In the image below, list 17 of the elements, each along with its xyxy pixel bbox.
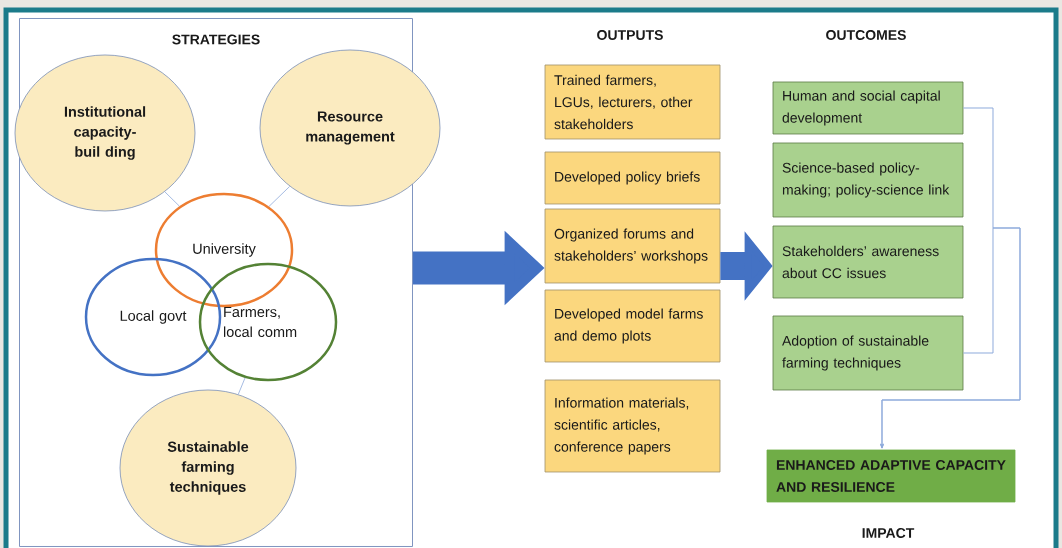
impact-box: ENHANCED ADAPTIVE CAPACITY AND RESILIENCE [766, 449, 1016, 503]
output-box: Information materials, scientific articles, conference papers [544, 379, 721, 473]
connector-line [268, 186, 291, 207]
output-box: Developed model farms and demo plots [544, 289, 721, 363]
outcome-box: Adoption of sustainable farming techniques [772, 315, 964, 391]
column-heading: OUTPUTS [597, 30, 663, 40]
outcome-box: Human and social capital development [772, 81, 964, 135]
bracket-arrow [880, 227, 1021, 449]
output-box: Trained farmers, LGUs, lecturers, other stakeholders [544, 64, 721, 140]
outcome-box: Stakeholders’ awareness about CC issues [772, 225, 964, 299]
column-heading: OUTCOMES [826, 30, 906, 40]
connector-line [237, 377, 246, 395]
column-heading: IMPACT [862, 528, 915, 538]
output-box: Organized forums and stakeholders’ workshops [544, 208, 721, 284]
output-box: Developed policy briefs [544, 151, 721, 205]
outcome-box: Science-based policy-making; policy-science link [772, 142, 964, 218]
connector-line [164, 191, 180, 207]
